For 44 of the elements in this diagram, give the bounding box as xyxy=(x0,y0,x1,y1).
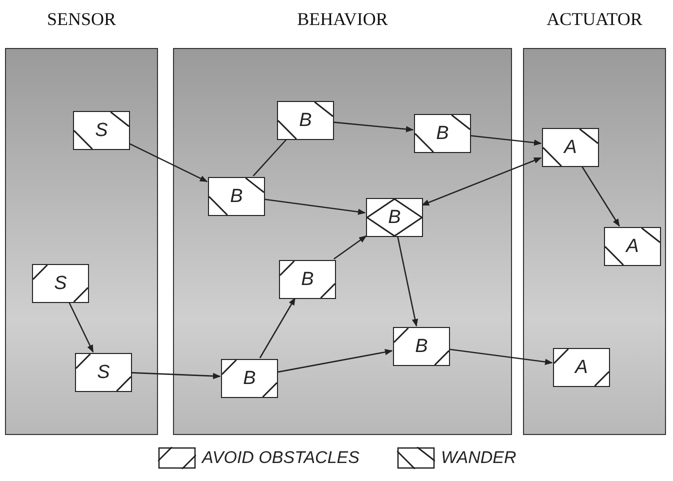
module-box xyxy=(542,128,599,167)
module-box xyxy=(604,227,661,266)
module-box xyxy=(277,101,334,140)
arrow xyxy=(396,236,418,327)
module-box xyxy=(414,114,471,153)
arrow xyxy=(470,134,542,146)
module-letter: B xyxy=(230,186,243,208)
module-letter: B xyxy=(388,206,401,228)
module-letter: B xyxy=(243,368,256,390)
module-letter: B xyxy=(415,336,428,358)
module-letter: S xyxy=(95,120,108,142)
arrow xyxy=(332,122,414,132)
module-box xyxy=(553,348,610,387)
arrow xyxy=(421,157,542,206)
layer-heading: ACTUATOR xyxy=(546,9,644,30)
arrow xyxy=(333,235,367,260)
arrow xyxy=(581,166,620,227)
layer-heading: BEHAVIOR xyxy=(296,9,389,30)
arrow xyxy=(130,372,221,380)
module-box xyxy=(208,177,265,216)
arrow xyxy=(128,142,208,182)
module-letter: B xyxy=(299,110,312,132)
module-box xyxy=(32,264,89,303)
arrow xyxy=(276,349,393,373)
module-box xyxy=(221,359,278,398)
layer-heading: SENSOR xyxy=(46,9,118,30)
legend-text: AVOID OBSTACLES xyxy=(202,448,360,468)
module-box xyxy=(279,260,336,299)
module-letter: B xyxy=(436,122,449,144)
module-letter: A xyxy=(626,236,639,258)
module-box xyxy=(75,353,132,392)
module-letter: A xyxy=(575,356,588,378)
legend-text: WANDER xyxy=(441,448,516,468)
module-box xyxy=(393,327,450,366)
arrow xyxy=(264,198,366,215)
arrow xyxy=(448,348,553,365)
module-letter: S xyxy=(97,362,110,384)
arrow xyxy=(68,302,94,353)
module-letter: S xyxy=(54,272,67,294)
arrow xyxy=(259,297,296,358)
module-box xyxy=(73,111,130,150)
module-letter: B xyxy=(301,268,314,290)
module-letter: A xyxy=(564,136,577,158)
module-box xyxy=(366,198,423,237)
